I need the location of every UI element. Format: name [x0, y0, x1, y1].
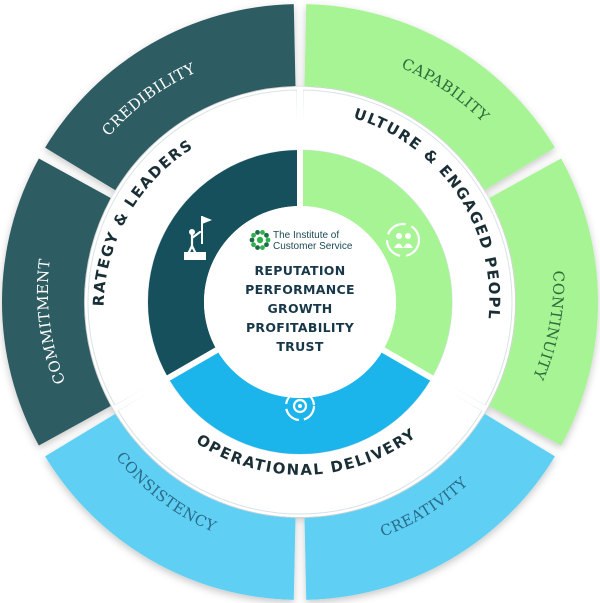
- logo-dot: [251, 242, 256, 248]
- logo-dot: [255, 245, 260, 251]
- logo-dot: [260, 229, 265, 235]
- pillar-divider-1: [381, 347, 487, 412]
- hub-line-performance: PERFORMANCE: [245, 282, 355, 297]
- pillar-sector-operational-delivery: [168, 350, 432, 455]
- logo-text-line1: The Institute of: [273, 230, 339, 241]
- outer-segment-commitment: [2, 158, 111, 446]
- logo-dot: [265, 237, 271, 243]
- logo-dot: [249, 237, 255, 243]
- hub: The Institute of Customer Service REPUTA…: [204, 206, 396, 398]
- flag-climber-icon: [184, 216, 212, 260]
- logo-dot: [264, 232, 269, 238]
- logo-dot: [255, 229, 260, 235]
- hub-line-profitability: PROFITABILITY: [246, 320, 355, 335]
- outer-segment-credibility: [45, 4, 296, 191]
- pillar-divider-2: [113, 347, 219, 412]
- logo-dot: [251, 232, 256, 238]
- institute-logo: The Institute of Customer Service: [249, 229, 353, 252]
- outer-segment-continuity: [489, 158, 598, 446]
- logo-text-line2: Customer Service: [273, 241, 353, 252]
- logo-dot: [264, 242, 269, 248]
- hub-line-reputation: REPUTATION: [254, 263, 345, 278]
- hub-line-trust: TRUST: [276, 339, 324, 354]
- hub-disc: [204, 206, 396, 398]
- outer-segment-creativity: [304, 413, 555, 600]
- outer-segment-consistency: [45, 413, 296, 600]
- people-cycle-icon: [385, 222, 421, 258]
- pillar-sector-culture-engaged-people: [300, 150, 453, 378]
- pillar-sector-strategy-leadership: [147, 149, 300, 378]
- logo-dot: [260, 245, 265, 251]
- starburst-logo-icon: [249, 229, 271, 251]
- hub-line-growth: GROWTH: [267, 301, 332, 316]
- gear-cycle-icon: [284, 390, 316, 422]
- outer-segment-capability: [304, 4, 555, 191]
